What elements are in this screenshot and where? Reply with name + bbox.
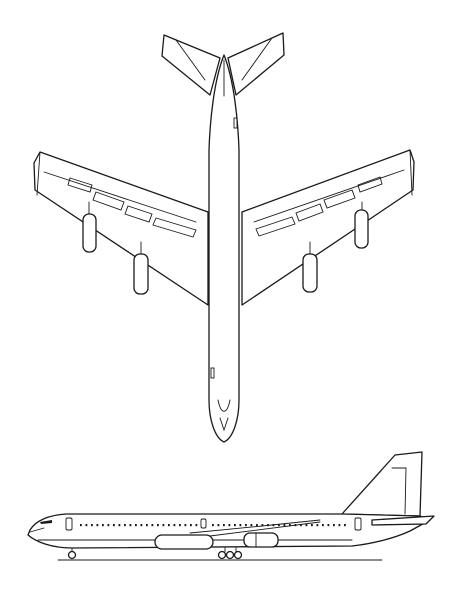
cabin-window (234, 524, 236, 527)
cabin-window (85, 524, 88, 527)
left-wing (33, 151, 209, 306)
front-door (65, 517, 73, 531)
cabin-window (283, 524, 286, 527)
cabin-window (223, 524, 225, 527)
cabin-window (173, 524, 176, 527)
cabin-window (344, 524, 346, 527)
cabin-window (338, 524, 341, 527)
tailplane-side (371, 515, 435, 526)
cabin-window (212, 524, 214, 527)
cabin-window (311, 524, 313, 527)
engine-outboard-right (354, 201, 369, 249)
horizontal-stabilizer (161, 32, 285, 96)
cabin-window (261, 524, 264, 527)
cabin-window (228, 524, 231, 527)
cabin-window (140, 524, 143, 527)
cabin-window (217, 524, 220, 527)
plan-view (33, 32, 415, 443)
cabin-window (80, 524, 82, 527)
cabin-window (151, 524, 154, 527)
cabin-window (327, 524, 330, 527)
cabin-window (333, 524, 335, 527)
cabin-window (129, 524, 132, 527)
cabin-window (107, 524, 110, 527)
fuselage-plan (208, 54, 240, 443)
cabin-windows (80, 524, 346, 527)
right-wing (241, 149, 415, 306)
cabin-window (135, 524, 137, 527)
cabin-window (316, 524, 319, 527)
rear-door (354, 517, 362, 531)
engines-side (154, 532, 279, 550)
cabin-window (162, 524, 165, 527)
cabin-window (272, 524, 275, 527)
cabin-window (146, 524, 148, 527)
cabin-window (300, 524, 302, 527)
cabin-window (124, 524, 126, 527)
cabin-window (113, 524, 115, 527)
cabin-window (267, 524, 269, 527)
cabin-window (190, 524, 192, 527)
cabin-window (250, 524, 253, 527)
cabin-window (157, 524, 159, 527)
cabin-window (168, 524, 170, 527)
engine-outboard-left (82, 201, 97, 253)
engine-inboard-left (133, 241, 149, 295)
side-view (27, 451, 435, 561)
cabin-window (118, 524, 121, 527)
cabin-window (305, 524, 308, 527)
cabin-window (195, 524, 198, 527)
vertical-fin (341, 451, 423, 517)
fuselage-side (27, 513, 431, 549)
cabin-window (322, 524, 324, 527)
cabin-window (179, 524, 181, 527)
cabin-window (256, 524, 258, 527)
cabin-window (245, 524, 247, 527)
cabin-window (102, 524, 104, 527)
cabin-window (239, 524, 242, 527)
cabin-window (278, 524, 280, 527)
cabin-window (294, 524, 297, 527)
cabin-window (289, 524, 291, 527)
cabin-window (184, 524, 187, 527)
engine-inboard-right (302, 241, 318, 293)
landing-gear (67, 547, 243, 560)
cabin-window (91, 524, 93, 527)
cabin-window (96, 524, 99, 527)
